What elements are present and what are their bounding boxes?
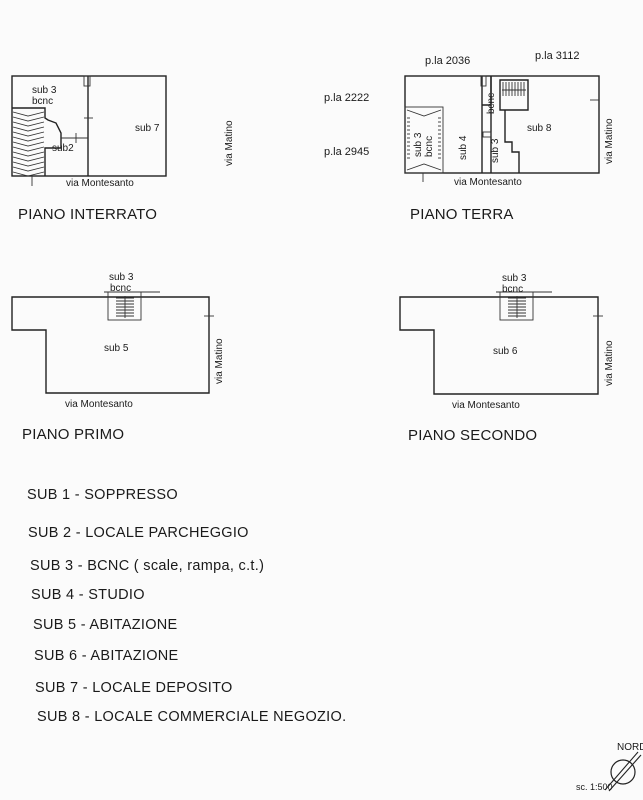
- floor-title: PIANO SECONDO: [408, 427, 537, 444]
- outline: [404, 75, 600, 174]
- legend-item: SUB 4 - STUDIO: [31, 587, 145, 603]
- label-sub3: sub 3: [32, 85, 57, 96]
- north-indicator: NORD sc. 1:500: [576, 742, 643, 792]
- stair-step: [12, 146, 45, 152]
- legend-item: SUB 5 - ABITAZIONE: [33, 617, 178, 633]
- label-bcnc: bcnc: [424, 136, 435, 157]
- legend-item: SUB 1 - SOPPRESSO: [27, 487, 178, 503]
- label-sub3: sub 3: [109, 272, 134, 283]
- label-sub3-mid: sub 3: [490, 138, 501, 163]
- stair-ramp: [404, 106, 444, 174]
- stair-step: [12, 116, 45, 122]
- plan-piano-terra: p.la 2036 p.la 3112 p.la 2222 p.la 2945 …: [324, 50, 615, 223]
- legend: SUB 1 - SOPPRESSO SUB 2 - LOCALE PARCHEG…: [27, 487, 346, 725]
- wall: [12, 107, 62, 176]
- plan-piano-secondo: sub 3 bcnc sub 6 via Matino via Montesan…: [399, 273, 615, 444]
- street-via-matino: via Matino: [604, 118, 615, 164]
- stair-step: [12, 126, 45, 132]
- label-sub3: sub 3: [413, 132, 424, 157]
- stair-steps: [502, 82, 526, 96]
- stair-step: [12, 151, 45, 157]
- stair-hatch: [12, 111, 45, 177]
- street-via-matino: via Matino: [224, 120, 235, 166]
- label-sub7: sub 7: [135, 123, 160, 134]
- stair-step: [12, 131, 45, 137]
- stair-steps: [508, 296, 526, 318]
- plan-piano-interrato: sub 3 bcnc sub2 sub 7 via Matino via Mon…: [11, 75, 235, 223]
- label-sub3: sub 3: [502, 273, 527, 284]
- label-sub6: sub 6: [493, 346, 518, 357]
- stair-step: [12, 121, 45, 127]
- label-sub4: sub 4: [458, 135, 469, 160]
- street-via-matino: via Matino: [604, 340, 615, 386]
- legend-item: SUB 3 - BCNC ( scale, rampa, c.t.): [30, 558, 264, 574]
- outline: [11, 296, 210, 394]
- street-via-matino: via Matino: [214, 338, 225, 384]
- label-pla-2222: p.la 2222: [324, 92, 369, 104]
- north-label: NORD: [617, 742, 643, 753]
- street-via-montesanto: via Montesanto: [66, 178, 134, 189]
- label-pla-2945: p.la 2945: [324, 146, 369, 158]
- legend-item: SUB 2 - LOCALE PARCHEGGIO: [28, 525, 249, 541]
- label-sub2: sub2: [52, 143, 74, 154]
- street-via-montesanto: via Montesanto: [452, 400, 520, 411]
- label-pla-2036: p.la 2036: [425, 55, 470, 67]
- street-via-montesanto: via Montesanto: [65, 399, 133, 410]
- stair-step: [12, 136, 45, 142]
- floor-title: PIANO PRIMO: [22, 426, 124, 443]
- stair-step: [12, 161, 45, 167]
- scale-label: sc. 1:500: [576, 782, 613, 792]
- stair-steps: [116, 296, 134, 318]
- stair-hatch: [406, 109, 442, 171]
- label-bcnc: bcnc: [502, 284, 523, 295]
- stair-step: [12, 141, 45, 147]
- legend-item: SUB 8 - LOCALE COMMERCIALE NEGOZIO.: [37, 709, 346, 725]
- stair-step: [12, 111, 45, 117]
- stair-step: [12, 166, 45, 172]
- stair-step: [406, 109, 442, 117]
- floor-title: PIANO INTERRATO: [18, 206, 157, 223]
- legend-item: SUB 7 - LOCALE DEPOSITO: [35, 680, 233, 696]
- label-bcnc: bcnc: [110, 283, 131, 294]
- plan-piano-primo: sub 3 bcnc sub 5 via Matino via Montesan…: [11, 272, 225, 443]
- stair-step: [12, 156, 45, 162]
- stair-step: [12, 171, 45, 177]
- label-pla-3112: p.la 3112: [535, 50, 579, 62]
- label-sub8: sub 8: [527, 123, 552, 134]
- label-bcnc: bcnc: [32, 96, 53, 107]
- label-sub5: sub 5: [104, 343, 129, 354]
- label-bcnc-mid: bcnc: [486, 93, 497, 114]
- floor-title: PIANO TERRA: [410, 206, 514, 223]
- legend-item: SUB 6 - ABITAZIONE: [34, 648, 179, 664]
- street-via-montesanto: via Montesanto: [454, 177, 522, 188]
- stair-step: [406, 163, 442, 171]
- north-arrow-icon: [604, 751, 642, 792]
- outline: [399, 296, 599, 395]
